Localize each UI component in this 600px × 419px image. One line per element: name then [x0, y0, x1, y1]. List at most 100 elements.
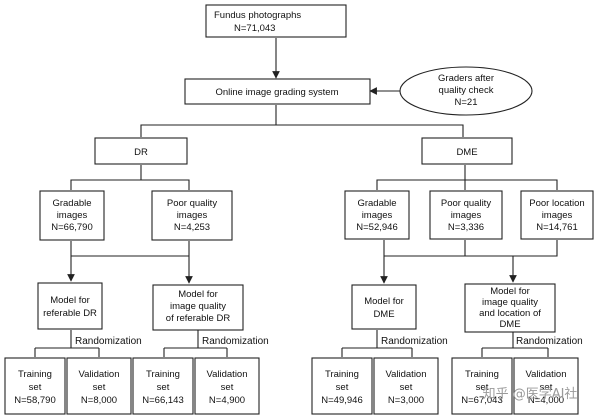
- box-dr-gradable: [39, 190, 105, 241]
- box-val-4: [513, 357, 579, 415]
- split-model-3: [341, 330, 413, 357]
- line-dr-branch-right: [141, 179, 190, 190]
- box-fundus: [205, 4, 347, 38]
- label-train-3-1: Training: [325, 369, 359, 380]
- label-dme-poor-quality-1: Poor quality: [441, 198, 491, 209]
- label-train-2-2: set: [157, 382, 170, 393]
- split-model-1: [34, 330, 100, 357]
- label-model-dme-quality-3: and location of: [479, 308, 541, 319]
- label-dr-gradable-1: Gradable: [52, 198, 91, 209]
- label-train-1-1: Training: [18, 369, 52, 380]
- boxes: [4, 4, 594, 415]
- box-dr-poor-quality: [151, 190, 233, 241]
- label-val-4-1: Validation: [525, 369, 566, 380]
- label-dme-poor-location-3: N=14,761: [536, 222, 577, 233]
- label-val-4-2: set: [540, 382, 553, 393]
- label-train-4-2: set: [476, 382, 489, 393]
- label-val-1-3: N=8,000: [81, 395, 117, 406]
- box-dr: [94, 137, 188, 165]
- label-val-3-2: set: [400, 382, 413, 393]
- label-dr-gradable-3: N=66,790: [51, 222, 92, 233]
- label-model-dme-quality-4: DME: [499, 319, 520, 330]
- label-online: Online image grading system: [215, 87, 338, 98]
- label-dr-poor-1: Poor quality: [167, 198, 217, 209]
- label-model-dme-2: DME: [373, 309, 394, 320]
- box-val-2: [194, 357, 260, 415]
- box-model-dme: [351, 284, 417, 330]
- box-model-dme-quality: [464, 283, 556, 333]
- label-randomization-2: Randomization: [202, 336, 269, 347]
- label-train-2-1: Training: [146, 369, 180, 380]
- box-train-3: [311, 357, 373, 415]
- label-train-4-1: Training: [465, 369, 499, 380]
- label-val-2-1: Validation: [206, 369, 247, 380]
- label-randomization-4: Randomization: [516, 336, 583, 347]
- label-val-1-2: set: [93, 382, 106, 393]
- labels: Fundus photographs N=71,043 Graders afte…: [14, 10, 584, 406]
- label-dr: DR: [134, 147, 148, 158]
- label-model-dr-quality-3: of referable DR: [166, 313, 231, 324]
- label-dme-gradable-1: Gradable: [357, 198, 396, 209]
- box-dme-poor-location: [520, 190, 594, 240]
- label-model-dme-1: Model for: [364, 296, 404, 307]
- split-model-4: [481, 332, 549, 357]
- line-dr-branch-left: [70, 165, 142, 190]
- label-train-3-3: N=49,946: [321, 395, 362, 406]
- label-val-1-1: Validation: [78, 369, 119, 380]
- box-val-1: [66, 357, 132, 415]
- label-dme-poor-quality-3: N=3,336: [448, 222, 484, 233]
- label-dme-gradable-3: N=52,946: [356, 222, 397, 233]
- label-train-2-3: N=66,143: [142, 395, 183, 406]
- box-val-3: [373, 357, 439, 415]
- label-dme-poor-location-2: images: [542, 210, 573, 221]
- line-online-to-dr: [140, 105, 277, 137]
- box-train-2: [132, 357, 194, 415]
- box-online: [184, 78, 371, 105]
- label-val-4-3: N=4,000: [528, 395, 564, 406]
- box-dme-gradable: [344, 190, 410, 240]
- line-dme-poor-location-down: [513, 240, 558, 257]
- label-dme: DME: [456, 147, 477, 158]
- line-online-to-dme: [276, 124, 464, 137]
- label-model-dr-quality-1: Model for: [178, 289, 218, 300]
- label-model-dr-2: referable DR: [43, 308, 97, 319]
- split-model-2: [163, 330, 228, 357]
- box-graders: [399, 66, 533, 116]
- label-model-dr-quality-2: image quality: [170, 301, 226, 312]
- box-train-1: [4, 357, 66, 415]
- label-model-dme-quality-2: image quality: [482, 297, 538, 308]
- label-dme-gradable-2: images: [362, 210, 393, 221]
- label-dme-poor-quality-2: images: [451, 210, 482, 221]
- box-model-dr: [37, 282, 103, 330]
- label-val-2-2: set: [221, 382, 234, 393]
- label-randomization-1: Randomization: [75, 336, 142, 347]
- label-val-3-1: Validation: [385, 369, 426, 380]
- label-randomization-3: Randomization: [381, 336, 448, 347]
- line-dme-branch-right: [465, 179, 558, 190]
- label-graders-2: quality check: [439, 85, 494, 96]
- label-dr-poor-3: N=4,253: [174, 222, 210, 233]
- label-train-4-3: N=67,043: [461, 395, 502, 406]
- label-fundus-title: Fundus photographs: [214, 10, 301, 21]
- line-dme-branch-left: [376, 165, 466, 190]
- label-dme-poor-location-1: Poor location: [529, 198, 584, 209]
- box-train-4: [451, 357, 513, 415]
- label-model-dr-1: Model for: [50, 295, 90, 306]
- label-train-1-2: set: [29, 382, 42, 393]
- label-dr-gradable-2: images: [57, 210, 88, 221]
- label-train-3-2: set: [336, 382, 349, 393]
- label-val-3-3: N=3,000: [388, 395, 424, 406]
- label-fundus-count: N=71,043: [234, 23, 275, 34]
- box-model-dr-quality: [152, 284, 244, 331]
- connectors: [34, 38, 558, 357]
- label-val-2-3: N=4,900: [209, 395, 245, 406]
- label-dr-poor-2: images: [177, 210, 208, 221]
- label-graders-1: Graders after: [438, 73, 494, 84]
- box-dme-poor-quality: [429, 190, 503, 240]
- box-dme: [421, 137, 513, 165]
- label-train-1-3: N=58,790: [14, 395, 55, 406]
- label-graders-3: N=21: [455, 97, 478, 108]
- watermark: 知乎 @医学AI社: [483, 386, 578, 402]
- label-model-dme-quality-1: Model for: [490, 286, 530, 297]
